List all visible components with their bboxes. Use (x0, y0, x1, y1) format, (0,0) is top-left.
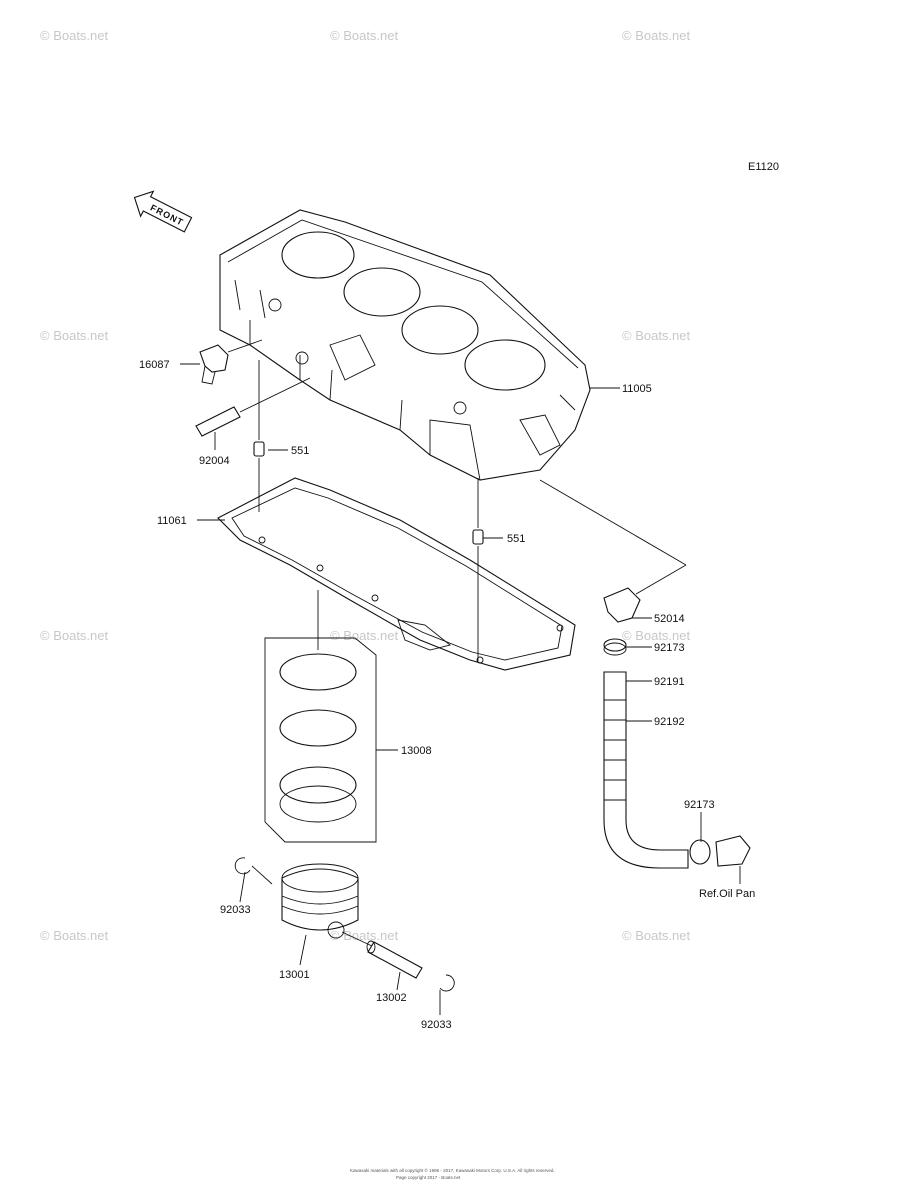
reference-note: Ref.Oil Pan (699, 888, 755, 900)
part-label: 551 (291, 445, 309, 457)
part-label: 92173 (684, 799, 715, 811)
part-label: 551 (507, 533, 525, 545)
part-label: 11061 (157, 515, 187, 527)
watermark: © Boats.net (40, 928, 109, 943)
elbow-fitting-52014 (539, 479, 687, 623)
footer-page-copyright: Page copyright 2017 - Boats.net (396, 1175, 461, 1180)
watermark: © Boats.net (622, 928, 691, 943)
leader-lines (180, 363, 702, 1015)
part-label: 92033 (421, 1019, 452, 1031)
circlip-92033-right (439, 974, 455, 992)
oil-pan-fitting (715, 835, 751, 884)
part-label: 16087 (139, 359, 170, 371)
cylinder-gasket (217, 477, 576, 671)
part-label: 92033 (220, 904, 251, 916)
watermark: © Boats.net (40, 628, 109, 643)
watermark: © Boats.net (330, 628, 399, 643)
watermark: © Boats.net (622, 628, 691, 643)
fitting-16087 (199, 339, 263, 385)
clamp-92173-upper (603, 638, 627, 656)
part-label: 92192 (654, 716, 685, 728)
stud-92004 (195, 377, 311, 437)
front-arrow-icon: FRONT (133, 190, 193, 233)
watermarks: © Boats.net © Boats.net © Boats.net © Bo… (40, 28, 691, 943)
part-labels: 16087 11005 92004 551 11061 551 52014 92… (139, 359, 755, 1031)
circlip-92033-left (234, 857, 273, 885)
part-label: 52014 (654, 613, 685, 625)
watermark: © Boats.net (622, 328, 691, 343)
part-label: 92004 (199, 455, 230, 467)
cylinder-block (219, 209, 591, 481)
watermark: © Boats.net (40, 328, 109, 343)
watermark: © Boats.net (40, 28, 109, 43)
oil-hose (603, 671, 689, 869)
part-label: 13008 (401, 745, 432, 757)
piston-13001 (281, 863, 359, 939)
part-label: 13002 (376, 992, 407, 1004)
piston-ring-set (264, 590, 398, 843)
piston-pin-13002 (341, 931, 423, 979)
watermark: © Boats.net (622, 28, 691, 43)
part-label: 92191 (654, 676, 685, 688)
clamp-92173-lower (689, 839, 711, 865)
diagram-code: E1120 (748, 161, 779, 173)
part-label: 92173 (654, 642, 685, 654)
watermark: © Boats.net (330, 928, 399, 943)
dowel-pin-551-right (472, 478, 484, 662)
part-label: 11005 (622, 383, 652, 395)
part-label: 13001 (279, 969, 310, 981)
footer-copyright: Kawasaki materials with all copyright © … (350, 1167, 555, 1173)
watermark: © Boats.net (330, 28, 399, 43)
dowel-pin-551-left (253, 360, 265, 512)
